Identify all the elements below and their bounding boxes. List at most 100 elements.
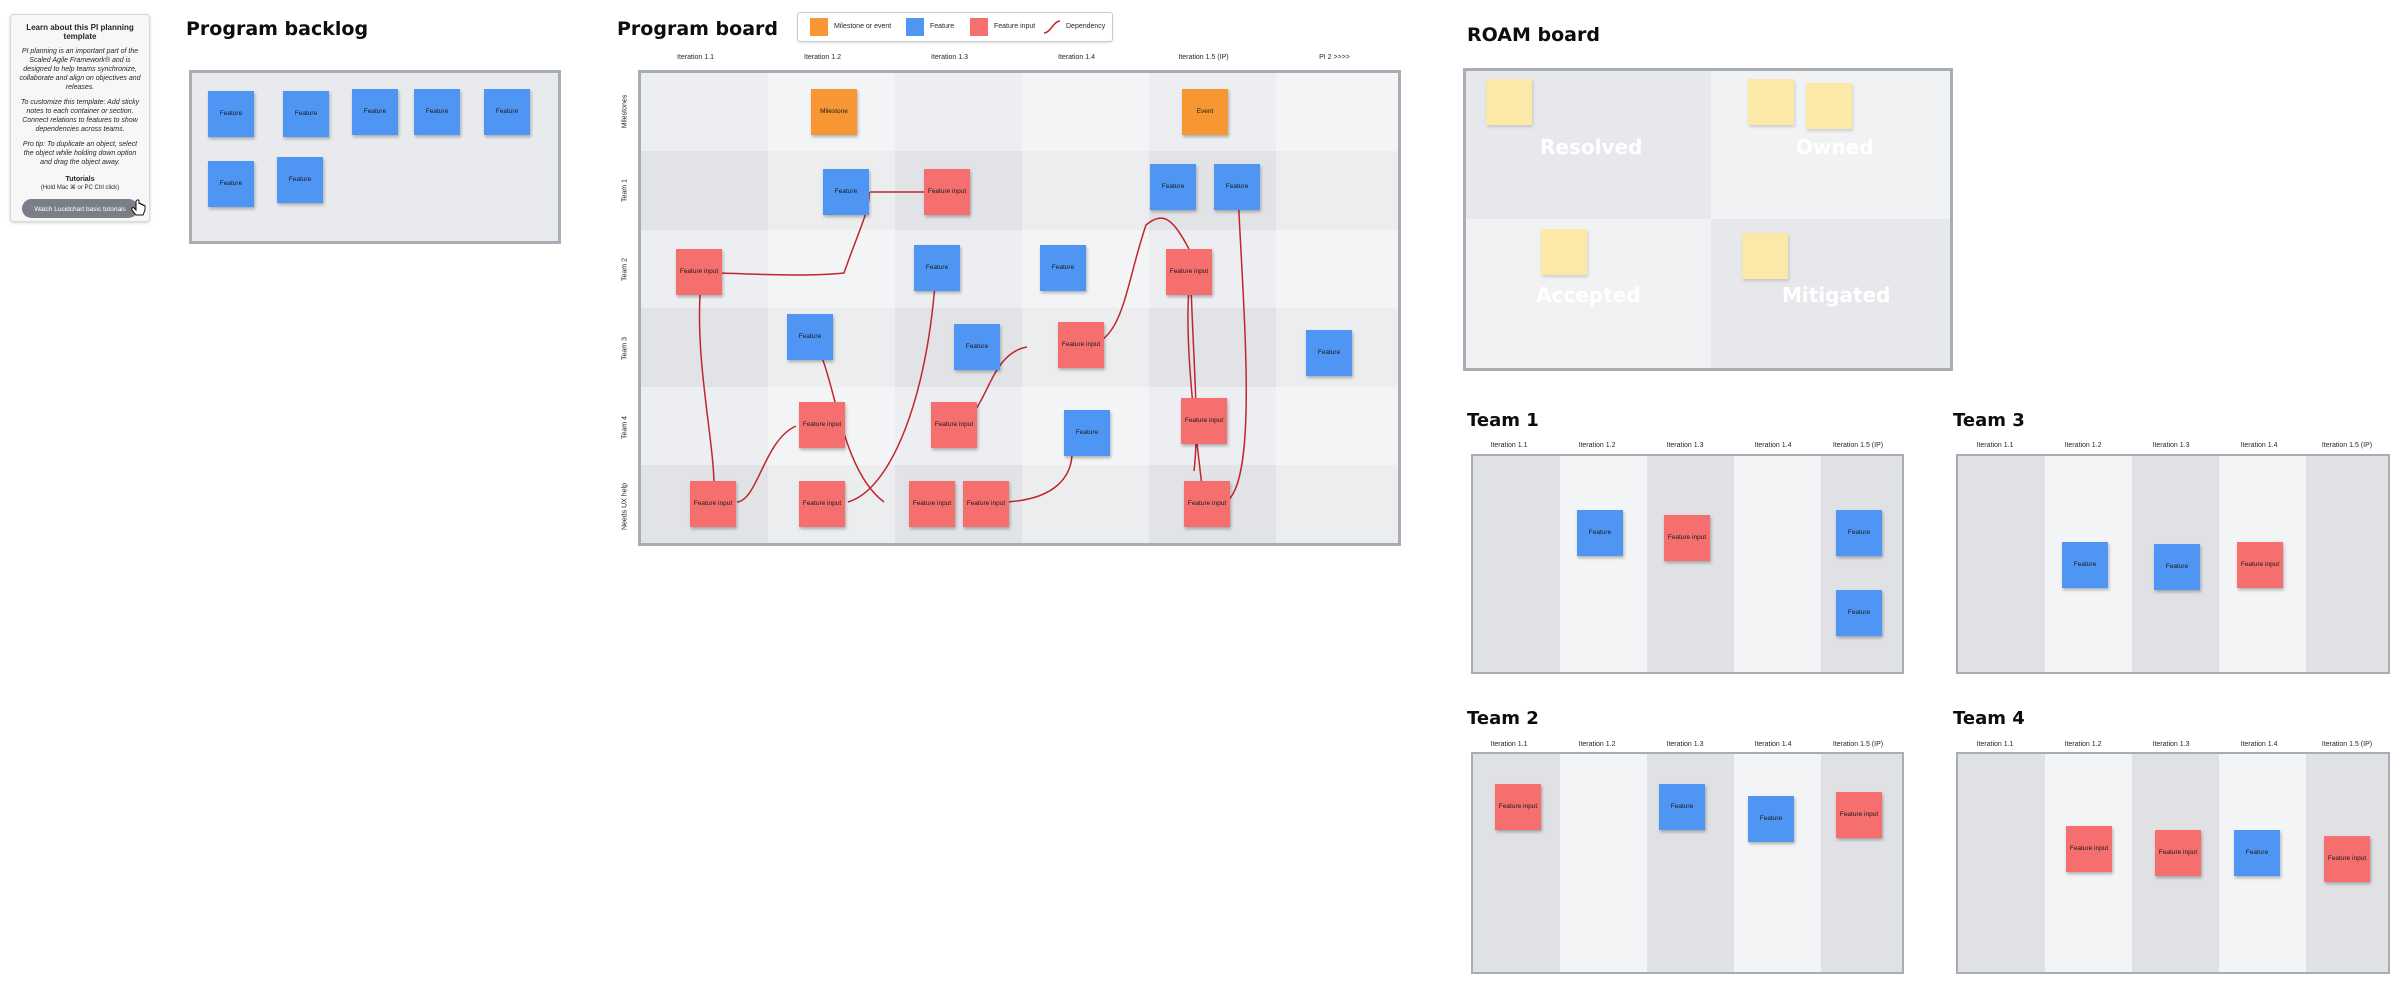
backlog-feature-note[interactable]: Feature	[208, 161, 254, 207]
feature-input-note[interactable]: Feature input	[1058, 322, 1104, 368]
backlog-feature-note[interactable]: Feature	[283, 91, 329, 137]
feature-input-note[interactable]: Feature input	[931, 402, 977, 448]
team-4-column-header: Iteration 1.2	[2064, 741, 2102, 748]
board-grid-background	[641, 73, 1398, 543]
feature-input-note[interactable]: Feature input	[1495, 784, 1541, 830]
feature-input-note[interactable]: Feature input	[1664, 515, 1710, 561]
feature-input-note[interactable]: Feature input	[963, 481, 1009, 527]
feature-input-note[interactable]: Feature input	[2066, 826, 2112, 872]
risk-sticky-note[interactable]	[1486, 79, 1532, 125]
feature-note[interactable]: Feature	[787, 314, 833, 360]
feature-note[interactable]: Feature	[823, 169, 869, 215]
roam-board-container: Resolved Owned Accepted Mitigated	[1463, 68, 1953, 371]
team-2-column-header: Iteration 1.1	[1490, 741, 1528, 748]
backlog-feature-note[interactable]: Feature	[484, 89, 530, 135]
team-4-column-header: Iteration 1.4	[2240, 741, 2278, 748]
dependency-line	[1081, 217, 1191, 348]
feature-note[interactable]: Feature	[1836, 590, 1882, 636]
template-info-card: Learn about this PI planning template PI…	[10, 14, 150, 222]
risk-sticky-note[interactable]	[1742, 233, 1788, 279]
board-column-header: Iteration 1.5 (IP)	[1178, 54, 1229, 61]
program-backlog-container: Feature Feature Feature Feature Feature …	[189, 70, 561, 244]
risk-sticky-note[interactable]	[1541, 229, 1587, 275]
team-2-board: Feature input Feature Feature Feature in…	[1471, 752, 1904, 974]
team-2-column-header: Iteration 1.4	[1754, 741, 1792, 748]
feature-note[interactable]: Feature	[1748, 796, 1794, 842]
board-row-header: Milestones	[621, 94, 629, 129]
info-title: Learn about this PI planning template	[26, 23, 134, 41]
dependency-line	[698, 294, 715, 496]
dependency-line	[1004, 439, 1073, 503]
legend-milestone-swatch	[810, 18, 828, 36]
feature-note[interactable]: Feature	[1577, 510, 1623, 556]
feature-note[interactable]: Feature	[1150, 164, 1196, 210]
backlog-feature-note[interactable]: Feature	[352, 89, 398, 135]
board-legend: Milestone or event Feature Feature input…	[797, 12, 1113, 42]
board-column-header: Iteration 1.1	[677, 54, 714, 61]
feature-note[interactable]: Feature	[1214, 164, 1260, 210]
feature-input-note[interactable]: Feature input	[690, 481, 736, 527]
team-4-column-header: Iteration 1.1	[1976, 741, 2014, 748]
roam-board-title: ROAM board	[1467, 24, 1600, 46]
team-2-column-header: Iteration 1.3	[1666, 741, 1704, 748]
feature-note[interactable]: Feature	[1040, 245, 1086, 291]
team-3-board: Feature Feature Feature input	[1956, 454, 2390, 674]
feature-input-note[interactable]: Feature input	[2324, 836, 2370, 882]
team-3-column-header: Iteration 1.2	[2064, 442, 2102, 449]
feature-note[interactable]: Feature	[1659, 784, 1705, 830]
team-1-column-header: Iteration 1.2	[1578, 442, 1616, 449]
dependency-line	[1187, 287, 1204, 496]
feature-note[interactable]: Feature	[954, 324, 1000, 370]
board-column-header: Iteration 1.4	[1058, 54, 1095, 61]
milestone-note[interactable]: Milestone	[811, 89, 857, 135]
feature-input-note[interactable]: Feature input	[1181, 398, 1227, 444]
roam-quadrant-accepted	[1466, 219, 1711, 368]
feature-input-note[interactable]: Feature input	[1836, 792, 1882, 838]
feature-input-note[interactable]: Feature input	[2237, 542, 2283, 588]
feature-note[interactable]: Feature	[2234, 830, 2280, 876]
feature-note[interactable]: Feature	[1836, 510, 1882, 556]
feature-input-note[interactable]: Feature input	[799, 402, 845, 448]
feature-input-note[interactable]: Feature input	[1184, 481, 1230, 527]
board-row-header: Team 2	[621, 258, 629, 281]
team-4-title: Team 4	[1953, 708, 2025, 729]
program-board-title: Program board	[617, 18, 778, 40]
program-backlog-title: Program backlog	[186, 18, 369, 40]
tutorials-title: Tutorials	[65, 176, 95, 183]
team-2-column-header: Iteration 1.2	[1578, 741, 1616, 748]
backlog-feature-note[interactable]: Feature	[414, 89, 460, 135]
roam-label-owned: Owned	[1796, 135, 1874, 159]
team-3-column-header: Iteration 1.5 (IP)	[2321, 442, 2373, 449]
event-note[interactable]: Event	[1182, 89, 1228, 135]
team-4-column-header: Iteration 1.3	[2152, 741, 2190, 748]
info-paragraph-intro: PI planning is an important part of the …	[19, 48, 141, 91]
feature-note[interactable]: Feature	[2154, 544, 2200, 590]
legend-dependency-label: Dependency	[1066, 23, 1106, 30]
feature-note[interactable]: Feature	[914, 245, 960, 291]
feature-input-note[interactable]: Feature input	[909, 481, 955, 527]
feature-note[interactable]: Feature	[2062, 542, 2108, 588]
info-paragraph-tip: Pro tip: To duplicate an object, select …	[22, 141, 138, 166]
board-row-header: Needs UX help	[621, 482, 629, 531]
backlog-feature-note[interactable]: Feature	[208, 91, 254, 137]
feature-input-note[interactable]: Feature input	[799, 481, 845, 527]
dependency-line	[1225, 193, 1247, 503]
team-board-column	[1560, 456, 1647, 672]
feature-input-note[interactable]: Feature input	[676, 249, 722, 295]
legend-feature-input-label: Feature input	[994, 23, 1036, 30]
watch-tutorials-button[interactable]: Watch Lucidchart basic tutorials	[22, 199, 138, 218]
feature-input-note[interactable]: Feature input	[2155, 830, 2201, 876]
team-board-column	[1734, 754, 1821, 972]
feature-input-note[interactable]: Feature input	[924, 169, 970, 215]
risk-sticky-note[interactable]	[1748, 79, 1794, 125]
program-board-grid	[638, 70, 1401, 546]
feature-note[interactable]: Feature	[1064, 410, 1110, 456]
feature-note[interactable]: Feature	[1306, 330, 1352, 376]
team-1-column-header: Iteration 1.3	[1666, 442, 1704, 449]
team-board-column	[1560, 754, 1647, 972]
feature-input-note[interactable]: Feature input	[1166, 249, 1212, 295]
risk-sticky-note[interactable]	[1806, 83, 1852, 129]
board-column-header: Iteration 1.3	[931, 54, 968, 61]
team-3-column-header: Iteration 1.1	[1976, 442, 2014, 449]
backlog-feature-note[interactable]: Feature	[277, 157, 323, 203]
